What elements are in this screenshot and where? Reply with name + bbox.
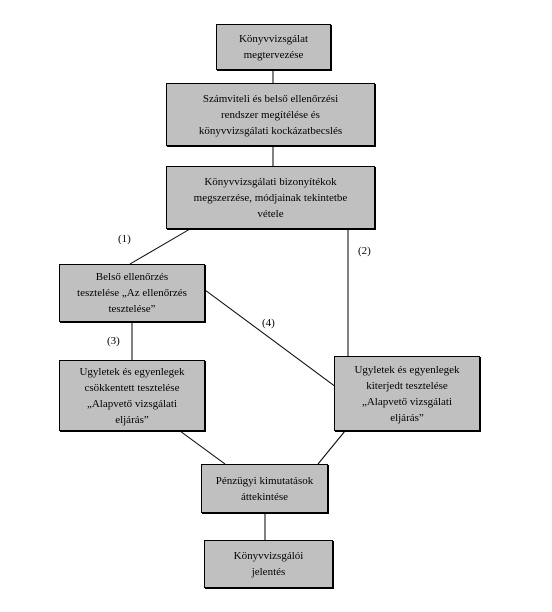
edge-label-1: (1) bbox=[118, 233, 131, 245]
connector-control-extended bbox=[204, 289, 341, 391]
edge-label-2: (2) bbox=[358, 245, 371, 257]
connector-extended-review bbox=[317, 430, 346, 465]
node-planning: Könyvvizsgálat megtervezése bbox=[216, 24, 331, 70]
node-report: Könyvvizsgálói jelentés bbox=[204, 540, 333, 588]
node-assessment: Számviteli és belső ellenőrzési rendszer… bbox=[166, 83, 375, 146]
connector-evidence-control-test bbox=[129, 228, 191, 265]
edge-label-3: (3) bbox=[107, 335, 120, 347]
node-evidence: Könyvvizsgálati bizonyítékok megszerzése… bbox=[166, 166, 375, 229]
node-extended-test: Ugyletek és egyenlegek kiterjedt tesztel… bbox=[334, 356, 480, 431]
connector-reduced-review bbox=[179, 430, 226, 465]
node-control-test: Belső ellenőrzés tesztelése „Az ellenőrz… bbox=[59, 264, 205, 322]
node-reduced-test: Ugyletek és egyenlegek csökkentett teszt… bbox=[59, 360, 205, 431]
node-review: Pénzügyi kimutatások áttekintése bbox=[201, 464, 328, 513]
edge-label-4: (4) bbox=[262, 317, 275, 329]
